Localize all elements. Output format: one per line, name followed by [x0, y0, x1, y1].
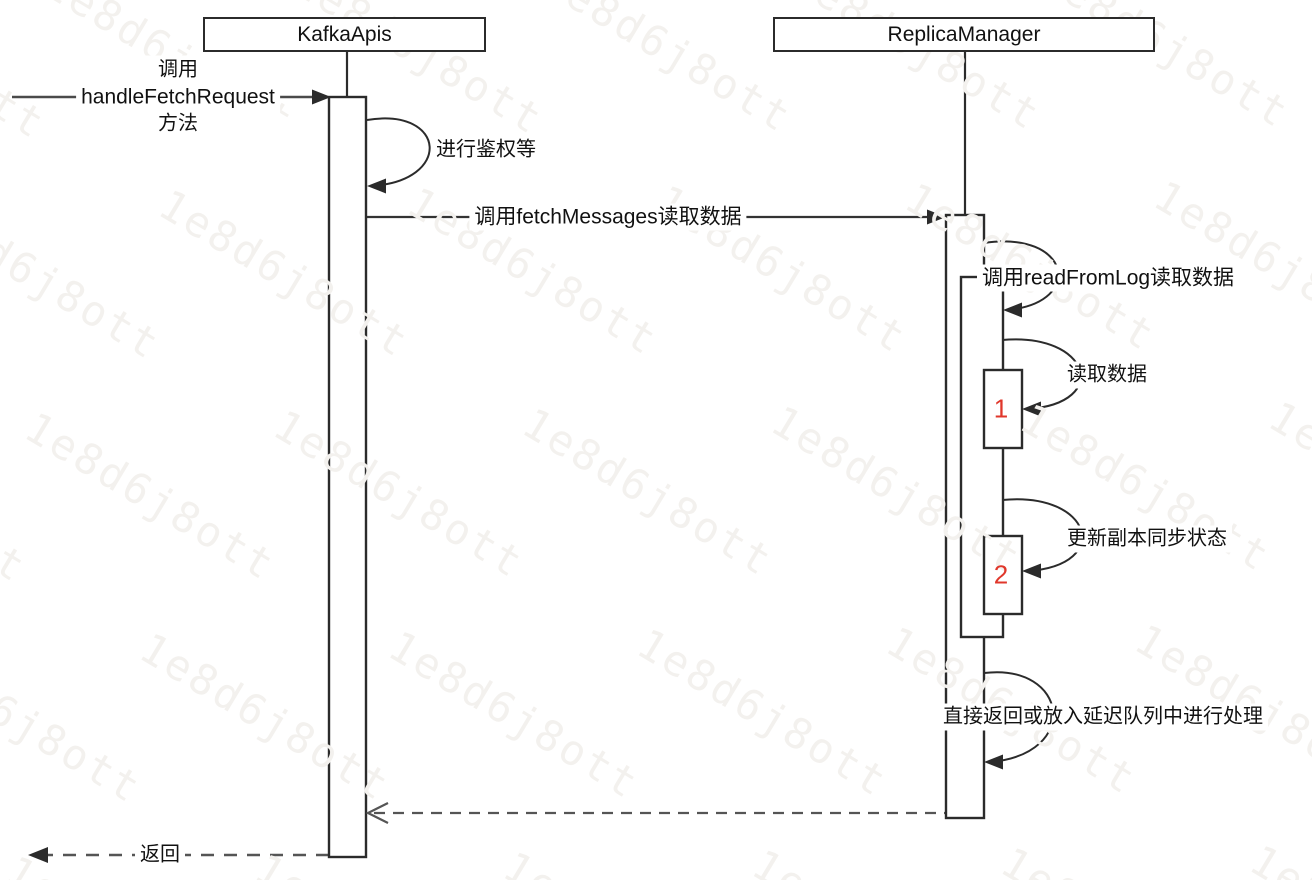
delayed-processing-label: 直接返回或放入延迟队列中进行处理	[938, 703, 1268, 731]
incoming-call-line1: 调用	[158, 58, 198, 81]
update-replica-arrowhead-icon	[1022, 563, 1041, 579]
step2-number: 2	[993, 559, 1009, 590]
step2-box	[982, 534, 1024, 616]
incoming-arrowhead-icon	[312, 89, 331, 105]
incoming-call-label: 调用 handleFetchRequest 方法	[76, 55, 280, 139]
final-return-label: 返回	[135, 841, 185, 869]
actor-kafkaapis: KafkaApis	[203, 17, 486, 52]
fetch-messages-label: 调用fetchMessages读取数据	[469, 203, 747, 231]
delayed-processing-arrowhead-icon	[984, 754, 1003, 770]
read-data-label: 读取数据	[1062, 361, 1152, 389]
auth-self-loop	[366, 117, 431, 187]
actor-kafkaapis-label: KafkaApis	[297, 22, 392, 46]
incoming-call-line2: handleFetchRequest	[81, 85, 275, 109]
actor-replicamanager-label: ReplicaManager	[887, 22, 1041, 46]
auth-loop-label: 进行鉴权等	[431, 136, 541, 164]
read-from-log-label: 调用readFromLog读取数据	[977, 264, 1240, 292]
read-from-log-arrowhead-icon	[1003, 302, 1022, 318]
kafkaapis-activation-bar	[327, 95, 368, 859]
actor-replicamanager: ReplicaManager	[773, 17, 1155, 52]
read-data-arrowhead-icon	[1022, 401, 1041, 417]
fetch-messages-arrowhead-icon	[927, 209, 946, 225]
replica-return-open-arrowhead-icon	[365, 802, 389, 824]
incoming-call-line3: 方法	[158, 112, 198, 135]
final-return-arrowhead-icon	[28, 847, 48, 863]
auth-loop-arrowhead-icon	[367, 178, 386, 194]
step1-number: 1	[993, 393, 1009, 424]
update-replica-label: 更新副本同步状态	[1062, 525, 1232, 553]
read-from-log-activation-bar	[959, 275, 1005, 639]
step1-box	[982, 368, 1024, 450]
